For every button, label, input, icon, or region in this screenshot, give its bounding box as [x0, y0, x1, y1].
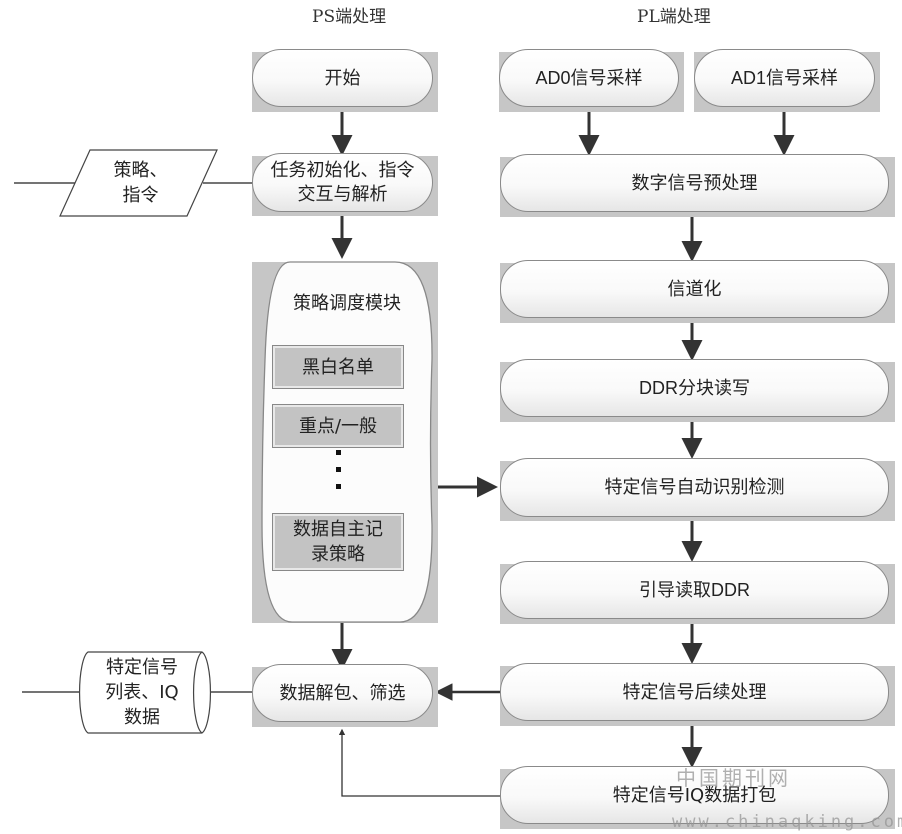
ellipsis-dots	[332, 450, 344, 489]
post-process-node: 特定信号后续处理	[500, 663, 889, 721]
watermark-url: www.chinaqking.com	[672, 812, 902, 832]
channelize-node: 信道化	[500, 260, 889, 318]
guide-ddr-node: 引导读取DDR	[500, 561, 889, 619]
unpack-node: 数据解包、筛选	[252, 664, 433, 722]
signal-list-cylinder	[78, 651, 212, 734]
scheduler-item-record: 数据自主记 录策略	[272, 513, 404, 571]
iq-pack-node: 特定信号IQ数据打包	[500, 766, 889, 824]
preprocess-node: 数字信号预处理	[500, 154, 889, 212]
signal-list-output: 特定信号 列表、IQ 数据	[105, 657, 179, 728]
ps-header: PS端处理	[312, 7, 387, 27]
scheduler-item-priority: 重点/一般	[272, 404, 404, 448]
scheduler-title: 策略调度模块	[293, 292, 401, 314]
ddr-rw-node: DDR分块读写	[500, 359, 889, 417]
strategy-input-shape	[59, 149, 218, 217]
watermark-name: 中国期刊网	[676, 766, 791, 790]
detect-node: 特定信号自动识别检测	[500, 458, 889, 517]
task-init-node: 任务初始化、指令 交互与解析	[252, 153, 433, 212]
ad0-sampling-node: AD0信号采样	[499, 49, 679, 107]
pl-header: PL端处理	[637, 7, 711, 27]
start-node: 开始	[252, 49, 433, 107]
strategy-input: 策略、 指令	[113, 160, 168, 206]
scheduler-item-blackwhite: 黑白名单	[272, 345, 404, 389]
ad1-sampling-node: AD1信号采样	[694, 49, 875, 107]
arrow-iq-unpack	[338, 728, 500, 797]
